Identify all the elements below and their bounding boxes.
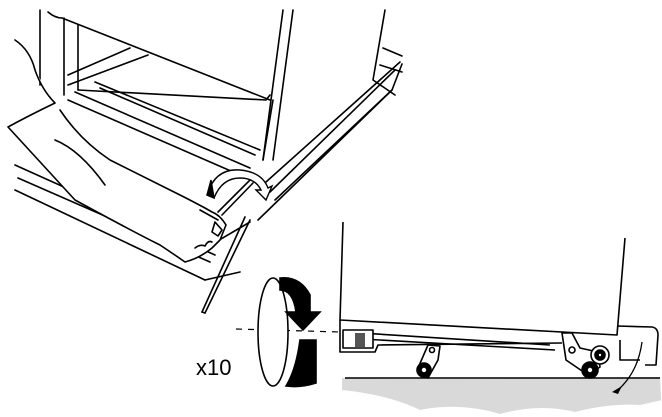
rotation-count-label: x10 <box>196 355 232 380</box>
arm-with-sheet <box>7 39 227 263</box>
floor <box>342 377 662 417</box>
appliance-body <box>339 221 626 336</box>
tool-shaft <box>217 179 254 216</box>
rotation-arrow-icon <box>206 169 274 202</box>
rotation-indicator-icon <box>257 277 322 388</box>
